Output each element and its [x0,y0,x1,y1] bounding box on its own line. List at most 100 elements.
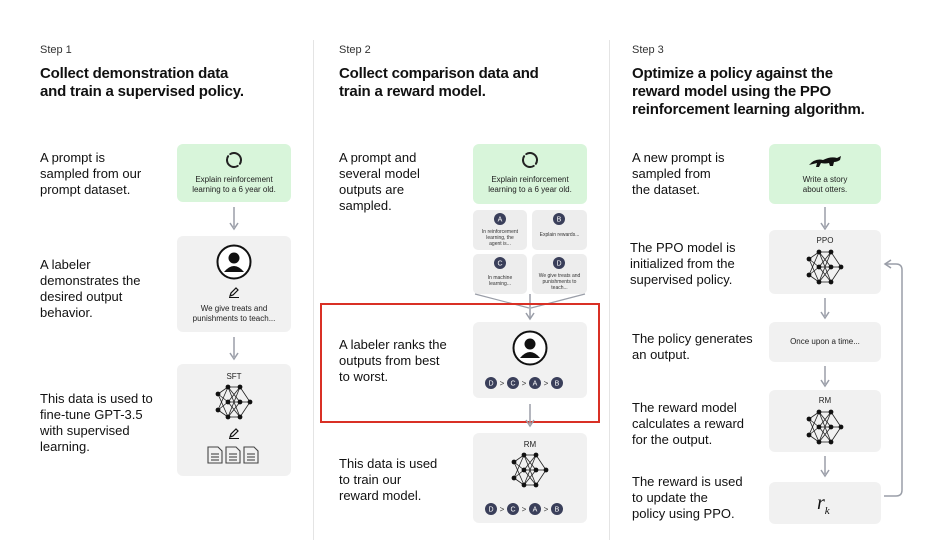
output-line: We give treats and [538,273,581,279]
network-edge [830,426,842,443]
step1-demo-box: We give treats and punishments to teach.… [177,236,291,332]
feedback-loop-arrow [883,259,903,497]
rank-badge [485,503,497,515]
network-node [215,407,221,413]
step1-row3-description: This data is used to fine-tune GPT-3.5 w… [40,391,153,455]
desc-line: The policy generates [632,331,753,346]
desc-line: an output. [632,347,690,362]
labeler-avatar-icon [512,330,548,366]
badge-d-icon: D [553,257,565,269]
network-node [816,439,822,445]
network-node [816,249,822,255]
desc-line: calculates a reward [632,416,744,431]
step3-title-line: reinforcement learning algorithm. [632,101,865,118]
network-node [511,475,517,481]
desc-line: learning. [40,439,90,454]
network-node [237,399,243,405]
network-node [828,249,834,255]
desc-line: A labeler ranks the [339,337,447,352]
network-node [828,279,834,285]
network-node [828,409,834,415]
network-edge [523,454,537,486]
output-box-b: B Explain rewards... [532,210,587,250]
network-node [521,452,527,458]
output-line: agent is... [489,241,511,247]
ranking-sequence: D>C>A>B [485,503,563,515]
output-line: In reinforcement [481,229,519,235]
badge-c-icon: C [494,257,506,269]
network-node [511,459,517,465]
desc-line: for the output. [632,432,713,447]
arrow-down [525,404,535,428]
rank-badge [507,377,519,389]
rank-letter: B [555,381,560,388]
desc-line: A prompt and [339,150,417,165]
desc-line: sampled. [339,198,392,213]
output-line: punishments to [542,279,577,285]
rank-letter: D [488,507,493,514]
step2-rm-box: RM D>C>A>B [473,433,587,523]
converging-arrows [474,293,586,321]
rank-badge [485,377,497,389]
network-edge [217,386,229,411]
network-node [806,432,812,438]
output-box-c: C In machine learning... [473,254,527,294]
desc-line: policy using PPO. [632,506,735,521]
step1-row1-description: A prompt is sampled from our prompt data… [40,150,141,198]
rank-separator: > [522,379,527,388]
network-node [828,424,834,430]
step1-title: Collect demonstration data and train a s… [40,65,300,101]
network-edge [818,266,832,283]
network-edge [523,469,537,486]
pencil-icon [229,287,239,298]
network-node [806,272,812,278]
rank-separator: > [500,505,505,514]
output-text: We give treats and punishments to teach.… [534,273,585,291]
network-edge [535,454,547,471]
network-node [816,279,822,285]
network-node [816,424,822,430]
network-edge [818,426,832,443]
network-node [838,264,844,270]
rank-letter: A [533,381,538,388]
network-edge [239,401,251,418]
output-text: Explain rewards... [534,232,585,238]
rank-badge [507,503,519,515]
step1-sft-box: SFT [177,364,291,476]
demo-line: We give treats and [200,304,268,313]
desc-line: behavior. [40,305,93,320]
arrow-down [820,366,830,388]
network-edge [818,251,832,268]
desc-line: A labeler [40,257,91,272]
rank-letter: C [510,381,515,388]
arrow-down [229,337,239,361]
arrow-down [820,207,830,231]
desc-line: supervised policy. [630,272,733,287]
network-edge [523,454,537,471]
step3-reward-box: rk [769,482,881,524]
rank-letter: D [488,381,493,388]
step2-title-line: Collect comparison data and [339,65,539,82]
neural-network-icon [806,249,844,285]
network-node [806,256,812,262]
network-node [225,384,231,390]
badge-letter: A [498,217,503,224]
network-node [533,467,539,473]
step3-label: Step 3 [632,44,664,56]
desc-line: several model [339,166,420,181]
network-edge [830,411,842,428]
step2-label: Step 2 [339,44,371,56]
network-node [543,467,549,473]
output-box-d: D We give treats and punishments to teac… [532,254,587,294]
step3-row1-description: A new prompt is sampled from the dataset… [632,150,725,198]
output-line: learning... [489,281,511,287]
prompt-line: Write a story [802,175,848,184]
ppo-label: PPO [816,236,834,245]
prompt-text: Explain reinforcement learning to a 6 ye… [473,175,587,195]
network-node [806,416,812,422]
desc-line: fine-tune GPT-3.5 [40,407,143,422]
step2-row3-description: This data is used to train our reward mo… [339,456,437,504]
step1-row2-description: A labeler demonstrates the desired outpu… [40,257,140,321]
network-edge [535,469,547,486]
sft-label: SFT [226,372,242,381]
